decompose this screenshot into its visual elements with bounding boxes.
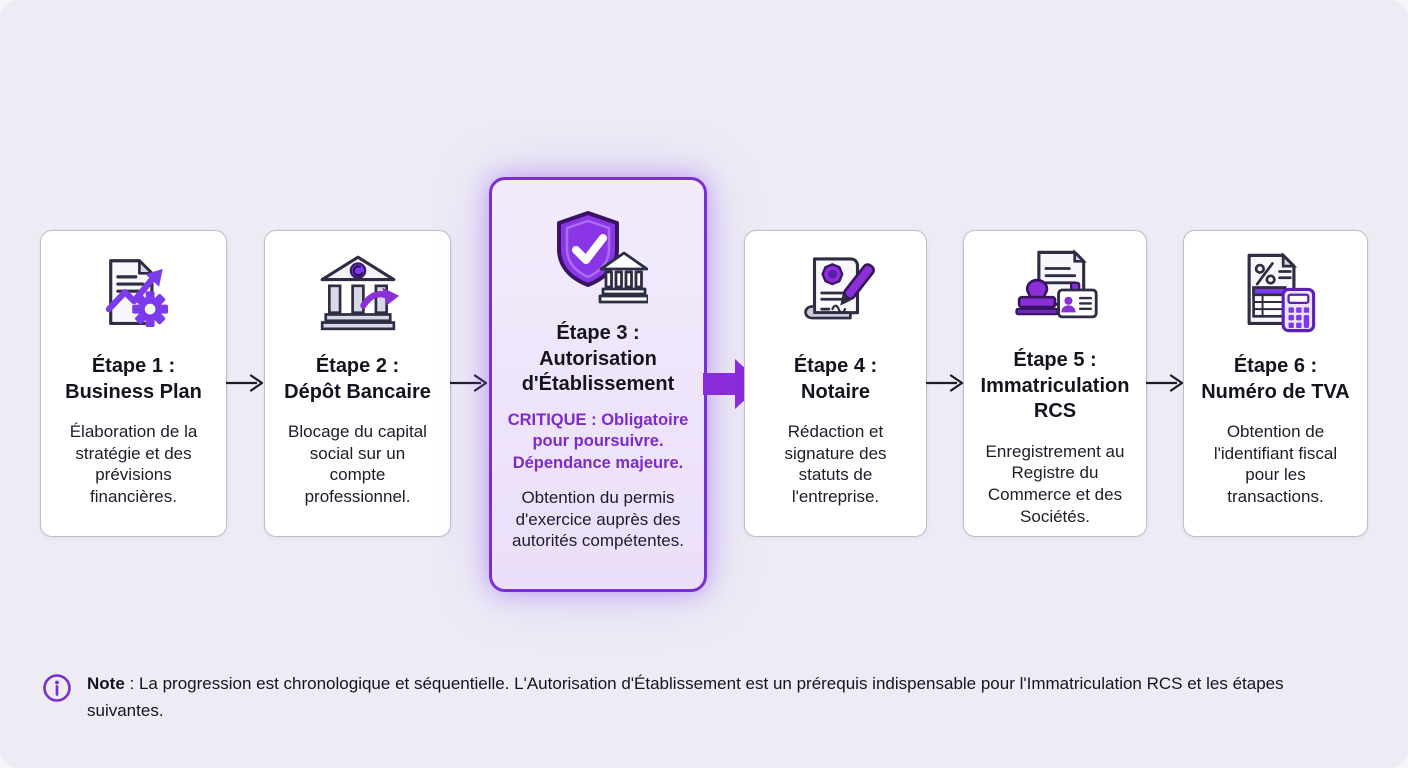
step-card-3-critical: Étape 3 : Autorisation d'Établissement C…	[489, 177, 707, 592]
step-description: Obtention de l'identifiant fiscal pour l…	[1213, 422, 1338, 506]
step-card-1: Étape 1 : Business Plan Élaboration de l…	[40, 230, 227, 537]
step-card-6: Étape 6 : Numéro de TVA Obtention de l'i…	[1183, 230, 1368, 537]
step-description: Élaboration de la stratégie et des prévi…	[69, 422, 198, 506]
step-title: Étape 6 : Numéro de TVA	[1201, 355, 1350, 403]
arrow-step5-step6	[1145, 371, 1185, 400]
step-card-2: Étape 2 : Dépôt Bancaire Blocage du capi…	[264, 230, 451, 537]
footnote: Note : La progression est chronologique …	[42, 671, 1284, 725]
step-title: Étape 5 : Immatriculation RCS	[980, 349, 1130, 423]
stamp-id-document-icon	[1012, 247, 1098, 333]
note-body: : La progression est chronologique et sé…	[87, 674, 1284, 720]
step-description: Rédaction et signature des statuts de l'…	[784, 422, 887, 506]
notary-scroll-pen-icon	[793, 247, 879, 339]
note-label: Note	[87, 674, 125, 693]
step-description: Enregistrement au Registre du Commerce e…	[985, 441, 1125, 526]
note-text: Note : La progression est chronologique …	[87, 671, 1284, 725]
step-title: Étape 3 : Autorisation d'Établissement	[521, 322, 675, 396]
info-icon	[42, 673, 72, 708]
document-chart-gear-icon	[91, 247, 177, 339]
step-description: Blocage du capital social sur un compte …	[288, 422, 427, 506]
step-title: Étape 1 : Business Plan	[65, 355, 202, 403]
tax-calculator-icon	[1233, 247, 1319, 339]
arrow-step1-step2	[225, 371, 265, 400]
step-description: Obtention du permis d'exercice auprès de…	[512, 488, 684, 551]
bank-transfer-icon	[315, 247, 401, 339]
shield-check-bank-icon	[548, 206, 648, 306]
step-card-5: Étape 5 : Immatriculation RCS Enregistre…	[963, 230, 1147, 537]
arrow-step2-step3	[449, 371, 489, 400]
step-title: Étape 4 : Notaire	[793, 355, 878, 403]
critical-warning-text: CRITIQUE : Obligatoire pour poursuivre. …	[507, 410, 689, 472]
step-card-4: Étape 4 : Notaire Rédaction et signature…	[744, 230, 927, 537]
step-title: Étape 2 : Dépôt Bancaire	[284, 355, 431, 403]
arrow-step4-step5	[925, 371, 965, 400]
